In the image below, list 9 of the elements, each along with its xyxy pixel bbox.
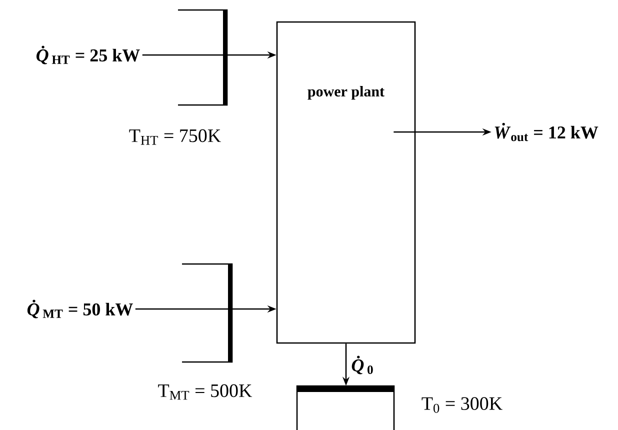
temperature-label: T$_{HT}$ = 750K	[129, 129, 221, 145]
process-box: power plant	[276, 21, 416, 344]
reservoir	[296, 385, 395, 430]
flow-label: Q̇$_{MT}$ = 50 kW	[27, 300, 133, 318]
temperature-label: T$_{MT}$ = 500K	[158, 384, 252, 400]
flow-label: Q̇$_{HT}$ = 25 kW	[36, 46, 140, 64]
edge-label: Q̇$_{0}$	[350, 354, 375, 376]
flow-label: Ẇ$_{out}$ = 12 kW	[494, 122, 598, 142]
temperature-label: T$_{0}$ = 300K	[422, 397, 502, 413]
